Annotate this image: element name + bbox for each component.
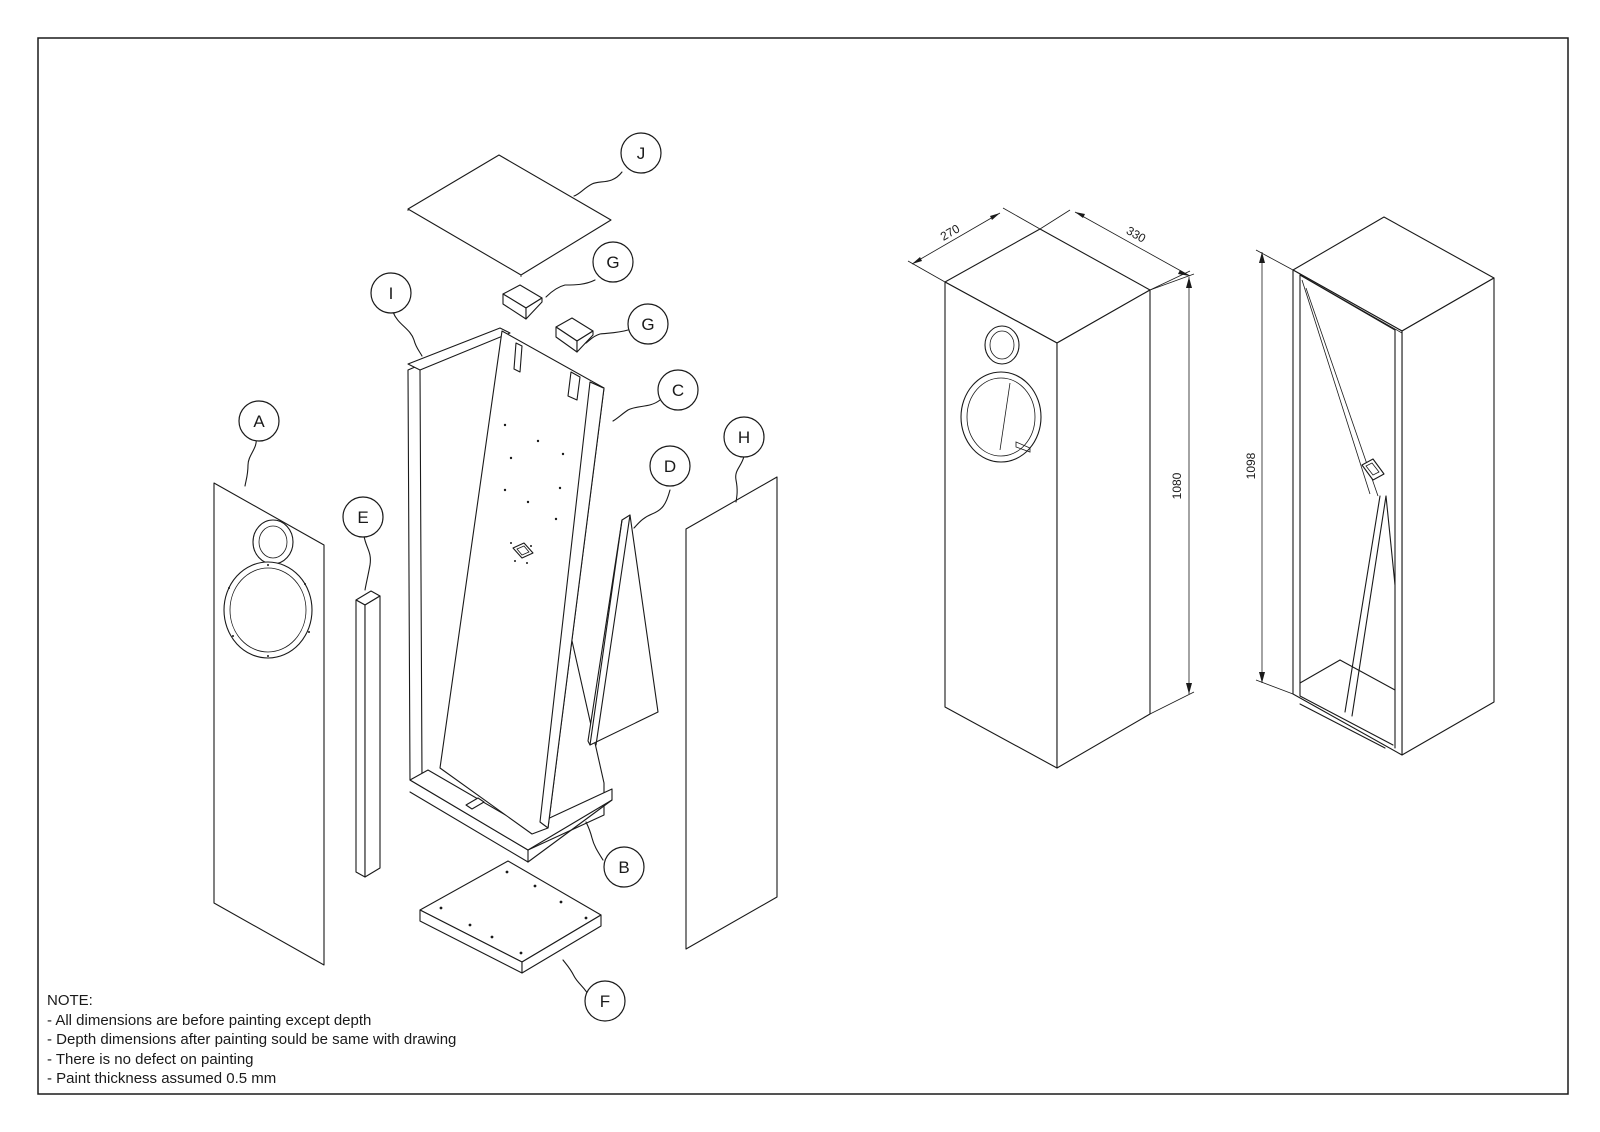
callout-h: H	[723, 416, 765, 458]
part-d-divider	[587, 514, 659, 746]
callout-a: A	[238, 400, 280, 442]
callout-g-upper: G	[592, 241, 634, 283]
part-f-base	[419, 860, 602, 974]
leader-lines	[244, 171, 745, 999]
callout-i-label: I	[389, 284, 394, 303]
callout-e: E	[342, 496, 384, 538]
assembled-view-rear: 1098	[1244, 216, 1495, 756]
dimension-height: 1080	[1149, 273, 1195, 715]
note-line-4: - Paint thickness assumed 0.5 mm	[47, 1070, 277, 1088]
part-i-carcass	[407, 327, 613, 863]
part-a-front-panel	[213, 482, 325, 966]
callout-f: F	[584, 980, 626, 1022]
part-j-top-panel	[407, 154, 612, 277]
callout-b-label: B	[618, 858, 629, 877]
callout-j: J	[620, 132, 662, 174]
notes-block: NOTE: - All dimensions are before painti…	[47, 991, 456, 1089]
part-g-wedge-upper	[502, 284, 543, 320]
callout-i: I	[370, 272, 412, 314]
callout-d: D	[649, 445, 691, 487]
callout-h-label: H	[738, 428, 750, 447]
dimension-width-label: 270	[938, 221, 963, 243]
note-line-2: - Depth dimensions after painting sould …	[47, 1031, 457, 1049]
assembled-view-front: 270 330 1080	[907, 207, 1195, 769]
callout-e-label: E	[357, 508, 368, 527]
dimension-overall-height-label: 1098	[1244, 452, 1258, 479]
callout-d-label: D	[664, 457, 676, 476]
callout-c-label: C	[672, 381, 684, 400]
dimension-height-label: 1080	[1170, 472, 1184, 499]
callout-f-label: F	[600, 992, 610, 1011]
dimension-overall-height: 1098	[1244, 249, 1294, 695]
callout-a-label: A	[253, 412, 265, 431]
callout-g-upper-label: G	[606, 253, 619, 272]
callout-g-lower-label: G	[641, 315, 654, 334]
callout-b: B	[603, 846, 645, 888]
dimension-depth-label: 330	[1124, 223, 1149, 245]
callout-g-lower: G	[627, 303, 669, 345]
part-h-side-panel	[685, 476, 778, 950]
note-line-1: - All dimensions are before painting exc…	[47, 1011, 372, 1029]
part-e-brace	[355, 590, 381, 878]
callout-j-label: J	[637, 144, 646, 163]
dimension-width: 270	[907, 207, 1041, 283]
part-g-wedge-lower	[555, 317, 594, 353]
drawing-frame	[37, 37, 1569, 1095]
callout-c: C	[657, 369, 699, 411]
exploded-view: J G G I C D A E	[213, 132, 778, 1022]
notes-heading: NOTE:	[47, 992, 93, 1009]
note-line-3: - There is no defect on painting	[47, 1050, 254, 1068]
